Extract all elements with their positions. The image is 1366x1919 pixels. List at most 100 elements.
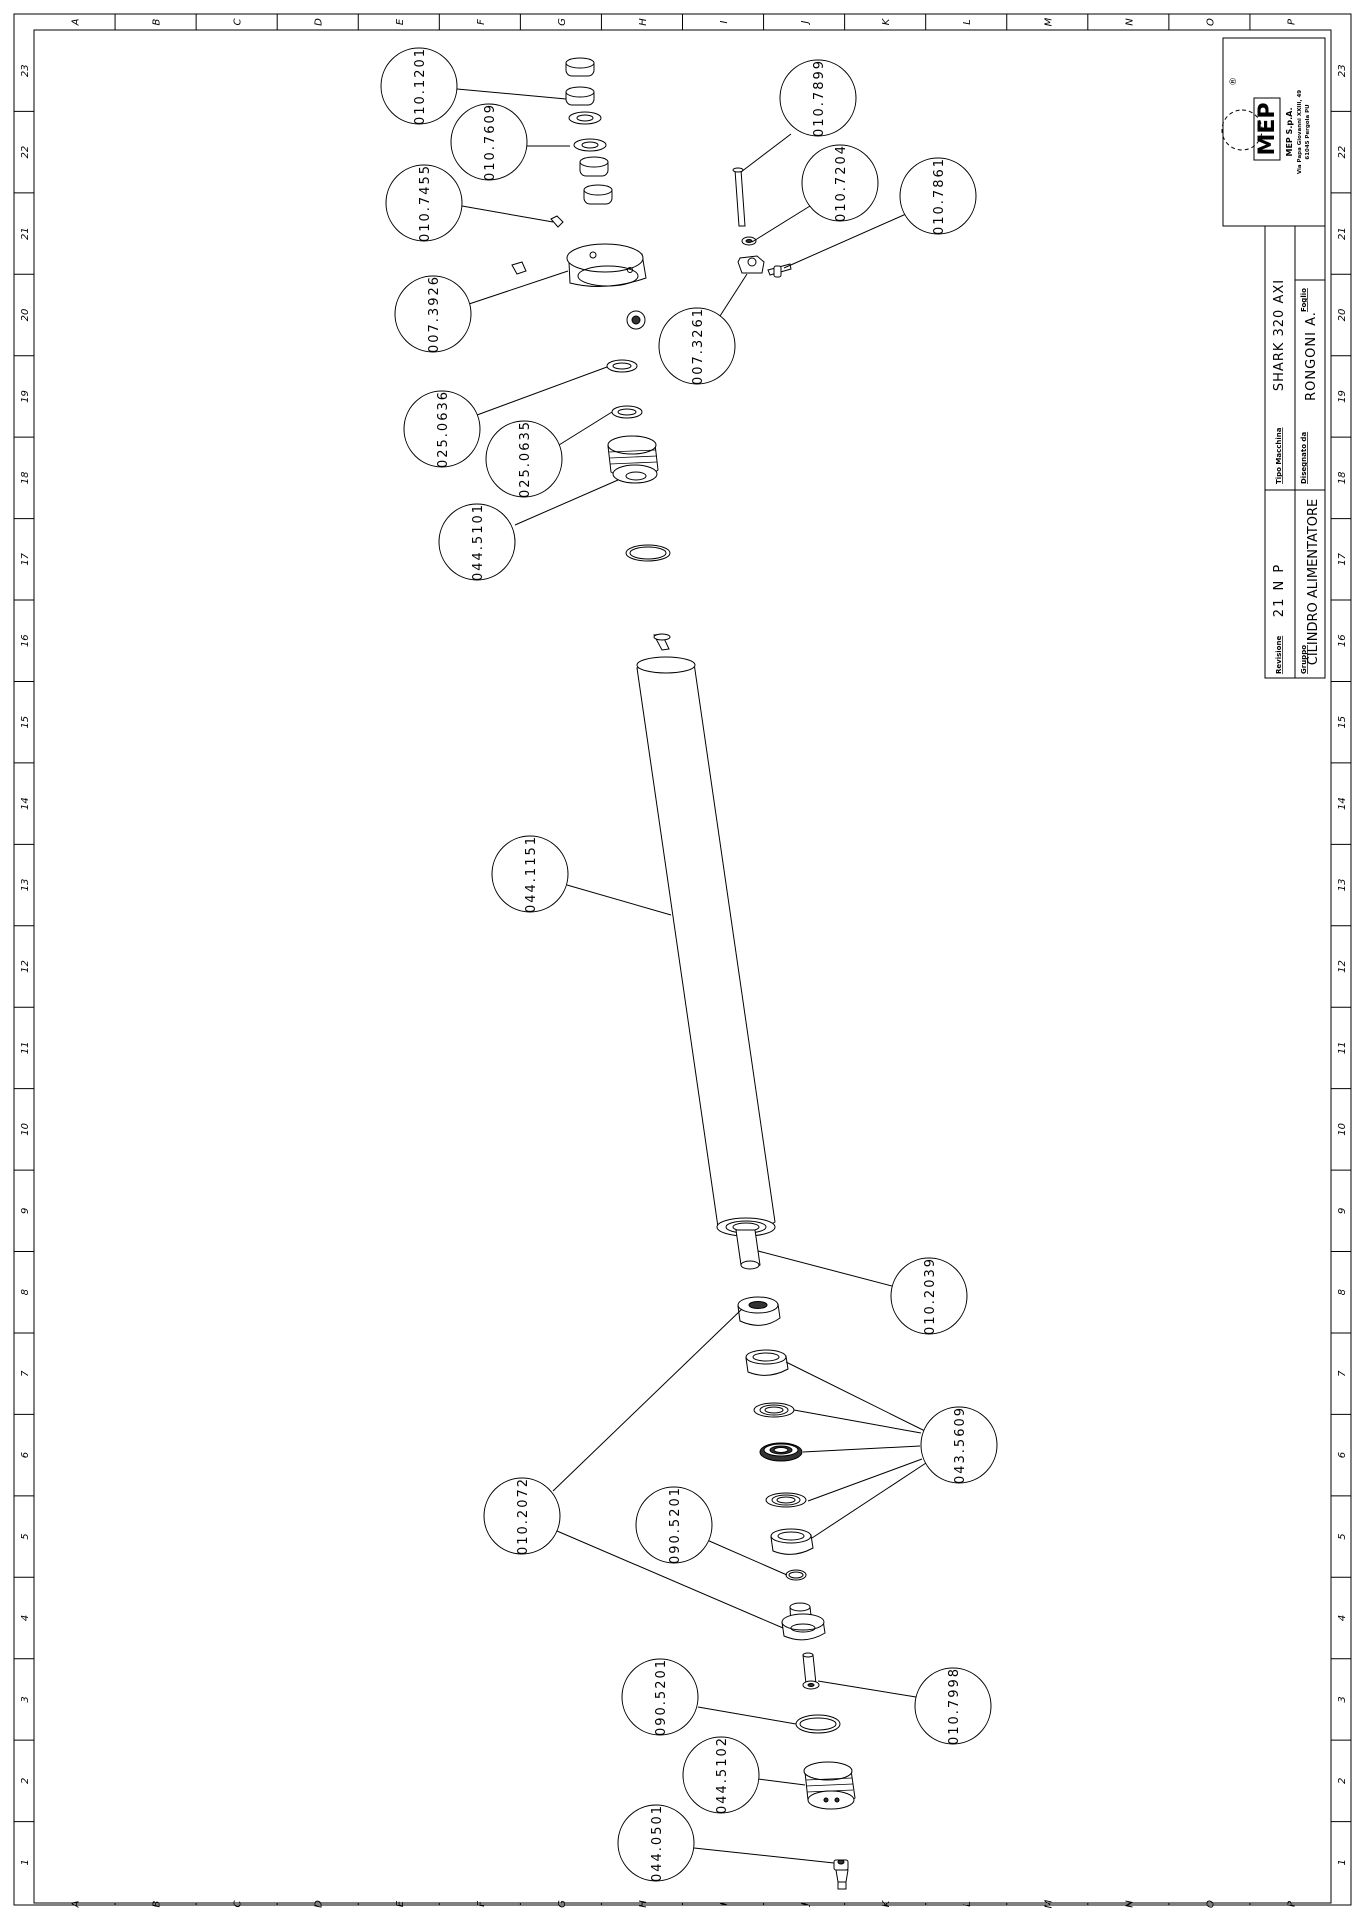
o-ring — [625, 544, 671, 562]
balloon-043-5609: 043.5609 — [920, 1406, 998, 1484]
small-pin — [511, 261, 527, 275]
grid-row-label: 8 — [20, 1289, 31, 1295]
part-number-label: 025.0636 — [436, 390, 451, 468]
grid-row-label: 17 — [20, 552, 31, 565]
guide-bush-lower — [781, 1602, 826, 1641]
seal-kit-ring-2 — [753, 1402, 795, 1418]
balloon-010-7455: 010.7455 — [385, 164, 463, 242]
svg-text:®: ® — [1229, 77, 1239, 86]
small-washer — [741, 236, 757, 246]
grid-column-label: E — [395, 1900, 406, 1907]
grid-row-label: 7 — [20, 1370, 31, 1377]
company-address-2: 61045 Pergola PU — [1305, 104, 1311, 159]
part-number-label: 010.1201 — [413, 47, 428, 125]
part-balloons: 010.1201 010.7609 010.7455 007.3926 025.… — [380, 47, 998, 1882]
grid-column-label: E — [395, 18, 406, 25]
grid-row-label: 23 — [20, 64, 31, 77]
grid-column-label: G — [557, 1900, 568, 1908]
part-number-label: 010.7204 — [834, 144, 849, 222]
grid-column-label: L — [962, 1901, 973, 1907]
grid-column-label: M — [1043, 17, 1054, 26]
grid-row-label: 5 — [20, 1533, 31, 1539]
collar — [566, 243, 647, 287]
grid-column-label: N — [1124, 18, 1135, 26]
grid-row-label: 6 — [20, 1452, 31, 1458]
part-number-label: 010.2072 — [516, 1477, 531, 1555]
grid-row-label: 22 — [1337, 146, 1348, 159]
part-number-label: 044.0501 — [650, 1804, 665, 1882]
grid-column-label: A — [71, 18, 82, 26]
grid-division-lines — [14, 14, 1351, 1905]
seal-kit-ring-4 — [765, 1492, 807, 1508]
part-number-label: 025.0635 — [518, 420, 533, 498]
lower-pin — [802, 1652, 820, 1690]
company-address-1: Via Papa Giovanni XXIII, 49 — [1297, 90, 1303, 174]
grid-column-label: M — [1043, 1899, 1054, 1908]
grid-column-label: C — [233, 1900, 244, 1907]
part-number-label: 010.7899 — [812, 59, 827, 137]
balloon-007-3261: 007.3261 — [658, 307, 736, 385]
part-number-label: 090.5201 — [654, 1658, 669, 1736]
grease-nipple — [626, 310, 646, 330]
grid-column-label: K — [881, 1899, 892, 1907]
part-number-label: 043.5609 — [953, 1406, 968, 1484]
grid-row-label: 11 — [1337, 1042, 1348, 1055]
grid-column-label: O — [1205, 18, 1216, 26]
set-screw — [550, 215, 564, 228]
o-ring-lower — [795, 1714, 841, 1734]
grid-column-label: I — [719, 20, 730, 23]
clevis-bracket — [737, 255, 765, 274]
part-number-label: 010.7609 — [483, 103, 498, 181]
grid-row-label: 18 — [20, 472, 31, 485]
part-number-label: 090.5201 — [668, 1486, 683, 1564]
grid-row-label: 13 — [20, 879, 31, 892]
grid-row-label: 1 — [1337, 1859, 1348, 1865]
balloon-010-1201: 010.1201 — [380, 47, 458, 125]
grid-row-label: 15 — [1337, 716, 1348, 729]
grid-row-label: 17 — [1337, 552, 1348, 565]
seal-ring-upper — [606, 359, 638, 373]
grid-row-label: 19 — [1337, 390, 1348, 403]
grid-column-label: I — [719, 1902, 730, 1905]
grid-row-label: 21 — [20, 227, 31, 240]
grid-column-label: B — [152, 18, 163, 25]
grid-column-label: H — [638, 18, 649, 26]
grid-column-label: A — [71, 1900, 82, 1908]
svg-text:MEP: MEP — [1255, 102, 1280, 155]
disegnato-value: RONGONI A. — [1304, 311, 1319, 401]
grid-column-label: P — [1286, 18, 1297, 25]
title-block: MEP ® MEP S.p.A. Via Papa Giovanni XXIII… — [1221, 37, 1326, 679]
revisione-value: 21 N P — [1272, 563, 1287, 617]
leader-lines — [456, 88, 927, 1864]
grid-column-label: D — [314, 18, 325, 26]
grid-row-label: 22 — [20, 146, 31, 159]
grid-column-label: L — [962, 19, 973, 25]
grid-row-label: 4 — [1337, 1615, 1348, 1621]
part-number-label: 007.3261 — [691, 307, 706, 385]
balloon-044-5101: 044.5101 — [438, 503, 516, 581]
nut-lower — [579, 156, 613, 205]
grid-column-label: G — [557, 18, 568, 26]
grid-row-label: 23 — [1337, 64, 1348, 77]
balloon-010-2039: 010.2039 — [890, 1257, 968, 1335]
balloon-044-1151: 044.1151 — [491, 835, 569, 913]
grid-row-label: 16 — [1337, 634, 1348, 647]
grid-row-label: 19 — [20, 390, 31, 403]
grid-column-label: P — [1286, 1900, 1297, 1907]
seal-kit-ring-5 — [770, 1528, 814, 1555]
nut-upper — [565, 57, 595, 106]
tipo-macchina-value: SHARK 320 AXI — [1272, 279, 1287, 391]
part-number-label: 007.3926 — [427, 275, 442, 353]
part-number-label: 044.5101 — [471, 503, 486, 581]
balloon-090-5201-lower: 090.5201 — [621, 1658, 699, 1736]
grid-row-label: 16 — [20, 634, 31, 647]
balloon-010-7861: 010.7861 — [899, 157, 977, 235]
guide-bush-upper — [737, 1296, 781, 1326]
grid-column-label: F — [476, 1901, 487, 1907]
grid-row-label: 6 — [1337, 1452, 1348, 1458]
balloon-010-7998: 010.7998 — [914, 1667, 992, 1745]
balloon-010-7609: 010.7609 — [450, 103, 528, 181]
grid-column-label: O — [1205, 1900, 1216, 1908]
grid-row-label: 21 — [1337, 227, 1348, 240]
